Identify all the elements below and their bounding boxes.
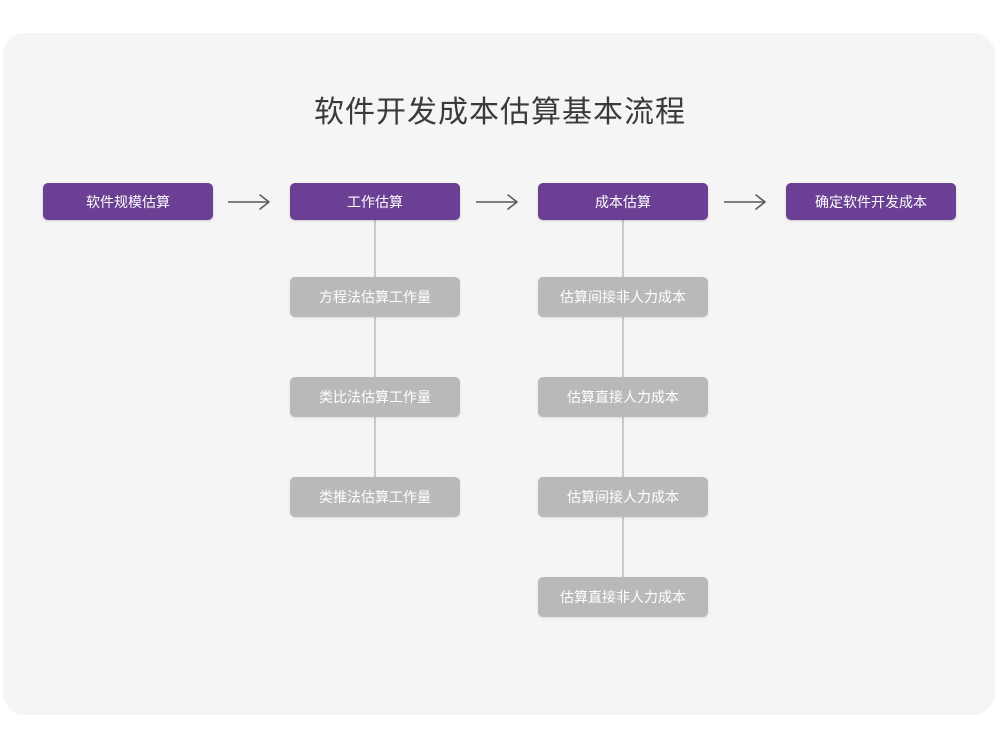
stage-box-3[interactable]: 成本估算 (538, 183, 708, 220)
flow-arrow-icon-3 (724, 193, 770, 211)
substep-box-3-4[interactable]: 估算直接非人力成本 (538, 577, 708, 617)
connector-line-column-3-seg4 (622, 517, 624, 577)
substep-box-3-1[interactable]: 估算间接非人力成本 (538, 277, 708, 317)
flow-arrow-icon-2 (476, 193, 522, 211)
substep-box-3-3[interactable]: 估算间接人力成本 (538, 477, 708, 517)
substep-box-3-2[interactable]: 估算直接人力成本 (538, 377, 708, 417)
stage-box-4[interactable]: 确定软件开发成本 (786, 183, 956, 220)
flow-arrow-icon-1 (228, 193, 274, 211)
stage-column-4: 确定软件开发成本 (786, 183, 956, 220)
connector-line-column-3-seg2 (622, 317, 624, 377)
connector-line-column-2-seg3 (374, 417, 376, 477)
connector-line-column-2-seg2 (374, 317, 376, 377)
substep-box-2-2[interactable]: 类比法估算工作量 (290, 377, 460, 417)
stage-column-3: 成本估算 (538, 183, 708, 220)
page-title: 软件开发成本估算基本流程 (314, 96, 686, 129)
stage-box-2[interactable]: 工作估算 (290, 183, 460, 220)
connector-line-column-3-seg3 (622, 417, 624, 477)
stage-column-2: 工作估算 (290, 183, 460, 220)
connector-line-column-2 (374, 220, 376, 277)
connector-line-column-3 (622, 220, 624, 277)
stage-box-1[interactable]: 软件规模估算 (43, 183, 213, 220)
diagram-card (3, 33, 995, 715)
stage-column-1: 软件规模估算 (43, 183, 213, 220)
substep-box-2-1[interactable]: 方程法估算工作量 (290, 277, 460, 317)
substep-box-2-3[interactable]: 类推法估算工作量 (290, 477, 460, 517)
